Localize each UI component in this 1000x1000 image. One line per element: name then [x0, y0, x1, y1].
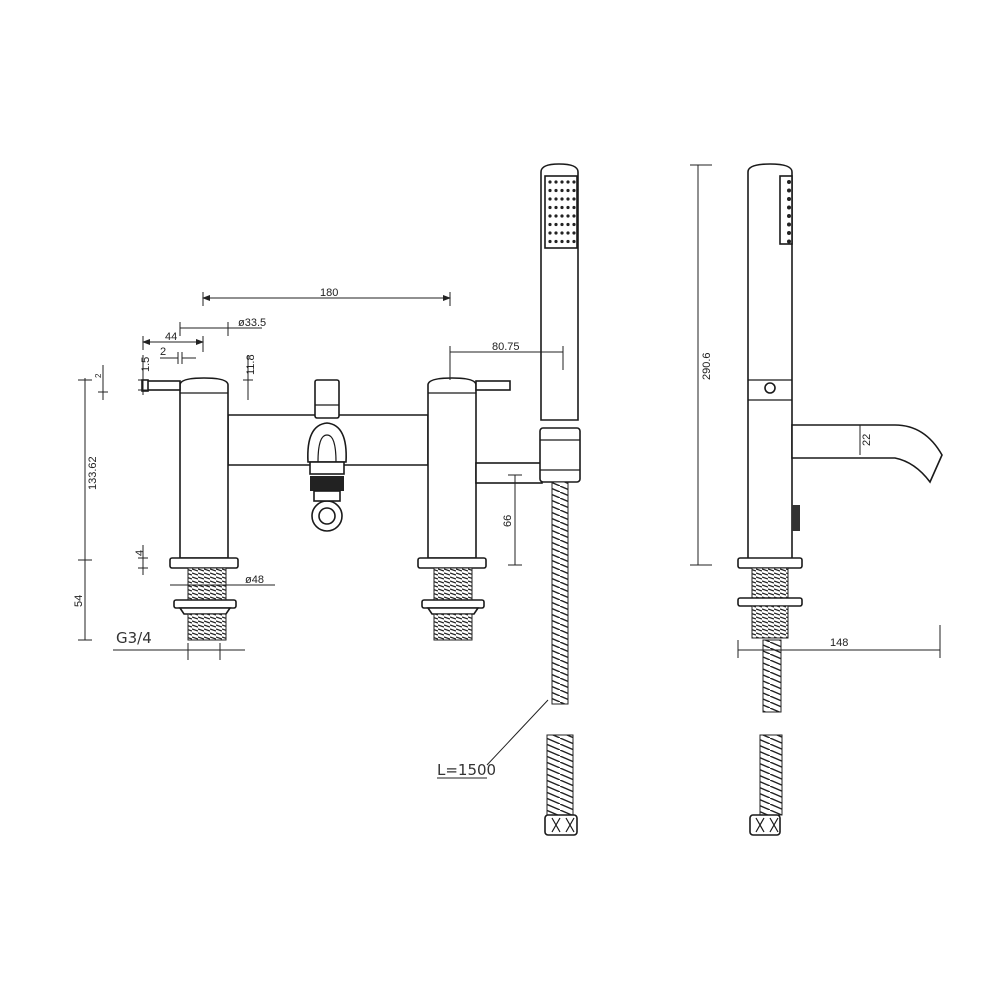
dim-base-diameter: ø48	[245, 574, 264, 586]
front-view	[141, 163, 581, 836]
nozzle-dot	[548, 188, 552, 193]
nozzle-dot	[566, 222, 570, 227]
dim-lever-diameter: ø33.5	[238, 317, 266, 329]
nozzle-dot	[787, 205, 791, 210]
nozzle-dot	[572, 239, 576, 244]
nozzle-dot	[566, 231, 570, 235]
dim-290-6: 290.6	[701, 352, 713, 380]
hand-shower	[540, 163, 579, 421]
side-handset	[747, 163, 793, 561]
hose-length-label: L=1500	[437, 761, 496, 779]
nozzle-dot	[554, 180, 558, 184]
nozzle-dot	[548, 239, 552, 244]
holder-arm	[475, 462, 543, 484]
nozzle-dot	[554, 231, 558, 235]
nozzle-dot	[787, 239, 791, 244]
side-nozzles	[787, 180, 791, 244]
dim-54: 54	[73, 595, 85, 607]
nozzle-dot	[787, 222, 791, 227]
nozzle-dot	[566, 180, 570, 184]
nozzle-dot	[548, 180, 552, 184]
nozzle-dot	[787, 231, 791, 235]
spray-nozzles	[548, 180, 576, 244]
dim-148: 148	[830, 637, 848, 649]
nozzle-dot	[554, 214, 558, 218]
nozzle-dot	[566, 239, 570, 244]
nozzle-dot	[787, 197, 791, 201]
side-view	[737, 163, 943, 836]
side-spout	[791, 424, 943, 484]
nozzle-dot	[548, 197, 552, 201]
nozzle-dot	[548, 205, 552, 210]
dim-2: 2	[160, 346, 166, 358]
nozzle-dot	[572, 197, 576, 201]
dim-180: 180	[320, 287, 338, 299]
left-lever	[145, 380, 181, 391]
dim-80-75: 80.75	[492, 341, 520, 353]
nozzle-dot	[560, 197, 564, 201]
dim-66: 66	[502, 515, 514, 527]
nozzle-dot	[566, 205, 570, 210]
nozzle-dot	[560, 222, 564, 227]
spout	[307, 422, 347, 463]
nozzle-dot	[572, 231, 576, 235]
nozzle-dot	[554, 205, 558, 210]
right-base	[417, 557, 487, 641]
nozzle-dot	[548, 222, 552, 227]
nozzle-dot	[572, 214, 576, 218]
dim-11-8: 11.8	[245, 354, 257, 375]
holder-bracket	[539, 427, 581, 483]
dim-small-2: 2	[94, 373, 103, 378]
nozzle-dot	[554, 222, 558, 227]
nozzle-dot	[548, 214, 552, 218]
shower-hose	[551, 481, 569, 705]
nozzle-dot	[566, 188, 570, 193]
nozzle-dot	[560, 205, 564, 210]
nozzle-dot	[554, 197, 558, 201]
right-lever	[475, 380, 511, 391]
nozzle-dot	[572, 188, 576, 193]
left-base	[169, 557, 239, 641]
nozzle-dot	[787, 180, 791, 184]
side-hose	[762, 639, 782, 713]
right-pillar	[427, 377, 477, 559]
nozzle-dot	[560, 239, 564, 244]
hose-lower	[546, 734, 574, 816]
dim-4: 4	[134, 550, 146, 556]
side-button	[792, 505, 800, 531]
nozzle-dot	[548, 231, 552, 235]
nozzle-dot	[560, 231, 564, 235]
dimension-labels: 180 ø33.5 44 2 1.5 2 11.8 80.75 133.62 6…	[73, 287, 873, 779]
nozzle-dot	[572, 205, 576, 210]
nozzle-dot	[560, 188, 564, 193]
nozzle-dot	[554, 188, 558, 193]
dim-44: 44	[165, 331, 177, 343]
diverter-knob	[314, 379, 340, 419]
aerator-mesh	[310, 476, 344, 491]
nozzle-dot	[560, 180, 564, 184]
dim-22: 22	[861, 434, 873, 446]
dimension-lines	[78, 164, 941, 660]
nozzle-dot	[566, 197, 570, 201]
thread-size-label: G3/4	[116, 629, 152, 647]
nozzle-dot	[554, 239, 558, 244]
nozzle-dot	[787, 188, 791, 193]
left-pillar	[179, 377, 229, 559]
nozzle-dot	[572, 222, 576, 227]
nozzle-dot	[566, 214, 570, 218]
nozzle-dot	[787, 214, 791, 218]
aerator	[309, 461, 345, 475]
dim-133-62: 133.62	[87, 456, 99, 490]
nozzle-dot	[572, 180, 576, 184]
nozzle-dot	[560, 214, 564, 218]
dim-1-5: 1.5	[140, 357, 152, 372]
hose-nut	[544, 814, 578, 836]
